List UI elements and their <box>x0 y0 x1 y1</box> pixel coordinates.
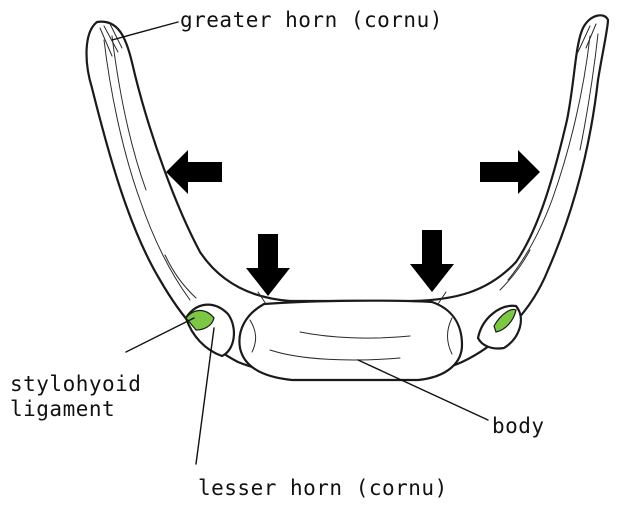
leader-lesser-horn <box>196 328 214 464</box>
right-horn-arrow <box>480 150 540 194</box>
hyoid-body <box>239 301 462 380</box>
stylohyoid-label-line1: stylohyoid <box>10 372 141 396</box>
leader-stylohyoid <box>126 318 194 352</box>
leader-greater-horn <box>112 22 178 40</box>
right-body-arrow <box>410 230 454 292</box>
body-label: body <box>492 414 545 438</box>
greater-horn-label: greater horn (cornu) <box>180 8 443 32</box>
arrows <box>166 150 540 296</box>
left-horn-arrow <box>166 150 222 194</box>
lesser-horn-label: lesser horn (cornu) <box>198 476 448 500</box>
left-body-arrow <box>246 234 290 296</box>
stylohyoid-label-line2: ligament <box>10 397 115 421</box>
